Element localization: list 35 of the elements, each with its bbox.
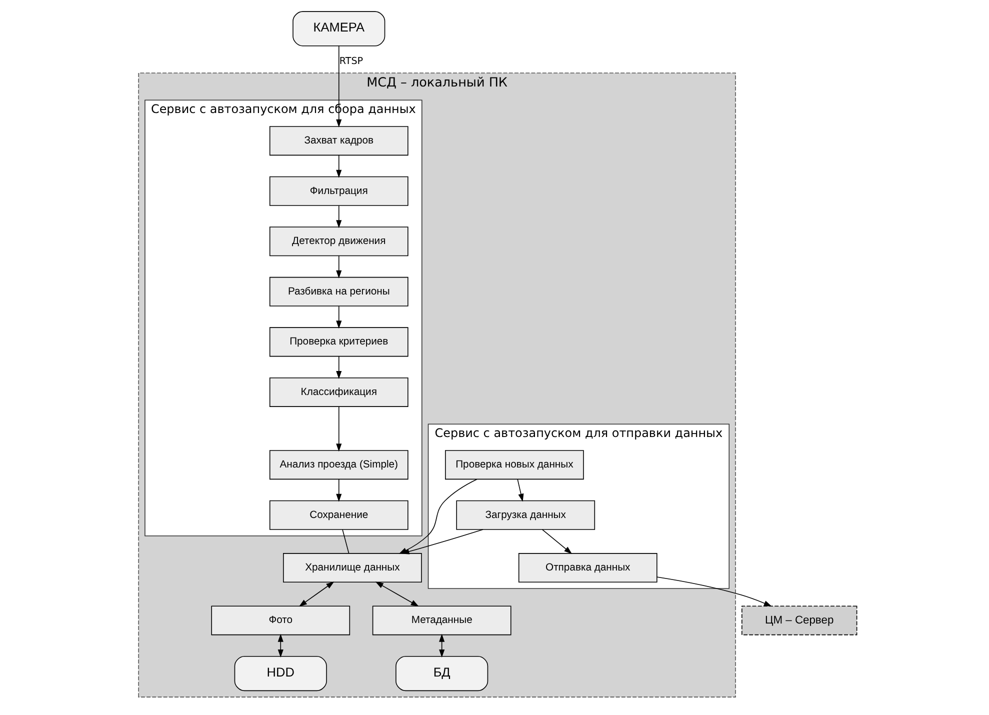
- arrow: [336, 155, 342, 178]
- arrow: [656, 576, 772, 606]
- node-box: КАМЕРА: [292, 11, 386, 46]
- edge-label: RTSP: [339, 56, 364, 67]
- arrow: [336, 205, 342, 228]
- arrow: [336, 406, 342, 452]
- node-box: Захват кадров: [269, 126, 408, 156]
- arrow: [336, 46, 342, 128]
- arrow: [278, 634, 284, 658]
- node-box: БД: [396, 656, 488, 692]
- node-box: Классификация: [269, 377, 408, 407]
- node-box: Детектор движения: [269, 226, 408, 256]
- arrow: [336, 256, 342, 278]
- arrow: [336, 356, 342, 379]
- node-box: HDD: [234, 656, 327, 692]
- node-box: Сохранение: [269, 500, 408, 530]
- node-box: Метаданные: [372, 606, 512, 636]
- node-box: Загрузка данных: [456, 500, 596, 530]
- arrow: [336, 306, 342, 329]
- node-box: Хранилище данных: [283, 553, 422, 583]
- connector: [342, 529, 350, 554]
- arrow: [542, 529, 572, 554]
- arrow: [298, 582, 334, 607]
- node-box: Фильтрация: [269, 176, 408, 206]
- node-box: Анализ проезда (Simple): [269, 450, 408, 480]
- node-box: Проверка критериев: [269, 327, 408, 357]
- node-box: ЦМ – Сервер: [742, 606, 858, 636]
- node-box: Проверка новых данных: [445, 450, 584, 480]
- arrow: [517, 479, 524, 502]
- node-box: Разбивка на регионы: [269, 276, 408, 306]
- arrow: [336, 479, 342, 502]
- arrow: [401, 529, 484, 554]
- node-box: Фото: [211, 606, 350, 636]
- node-box: Отправка данных: [518, 553, 658, 583]
- arrow: [375, 582, 419, 607]
